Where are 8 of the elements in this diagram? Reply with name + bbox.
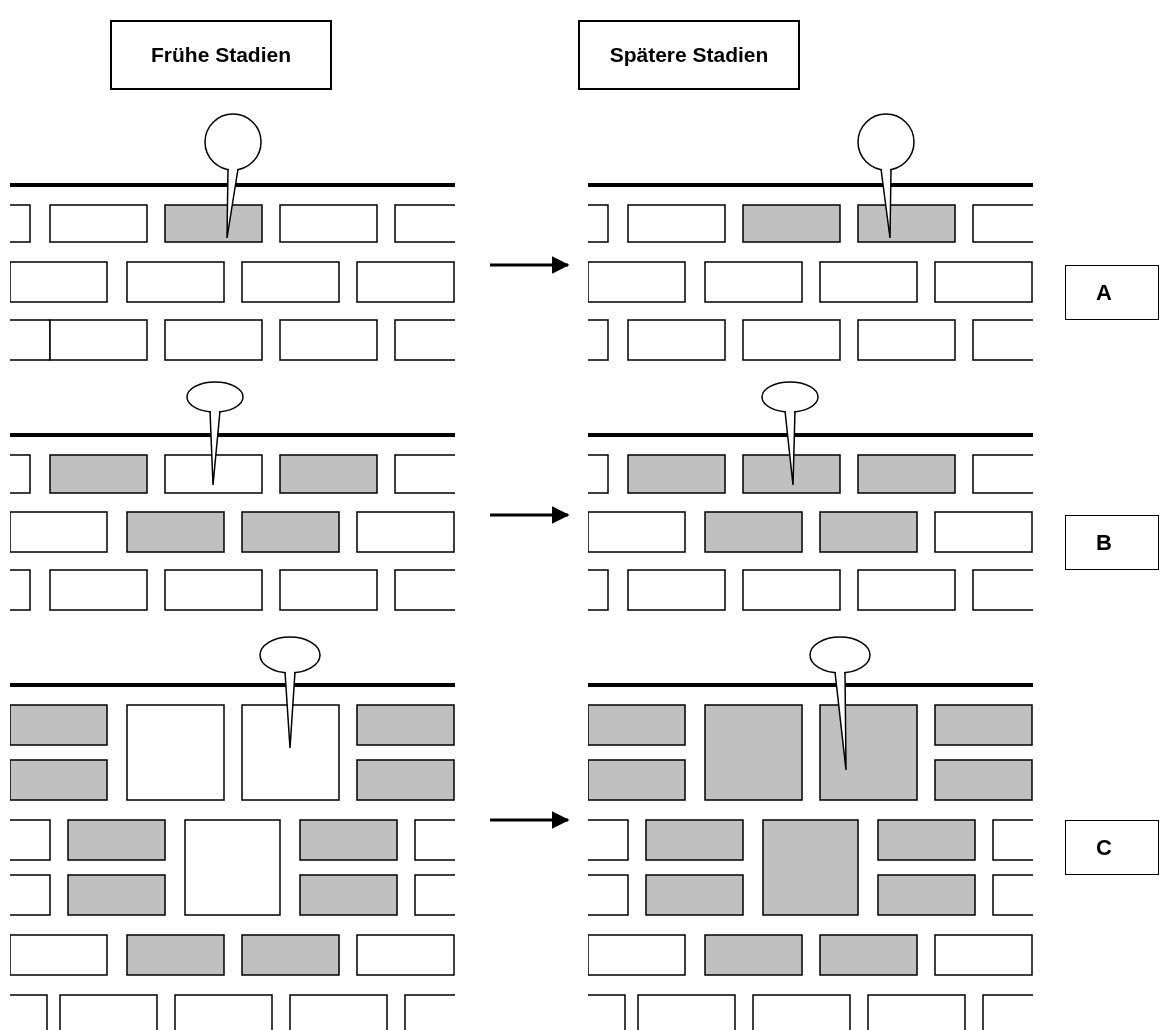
arrow — [490, 256, 570, 274]
letter-box: A — [1065, 265, 1159, 320]
arrow — [490, 506, 570, 524]
letter-box: B — [1065, 515, 1159, 570]
header-box: Spätere Stadien — [578, 20, 800, 90]
header-box: Frühe Stadien — [110, 20, 332, 90]
letter-box: C — [1065, 820, 1159, 875]
arrow — [490, 811, 570, 829]
